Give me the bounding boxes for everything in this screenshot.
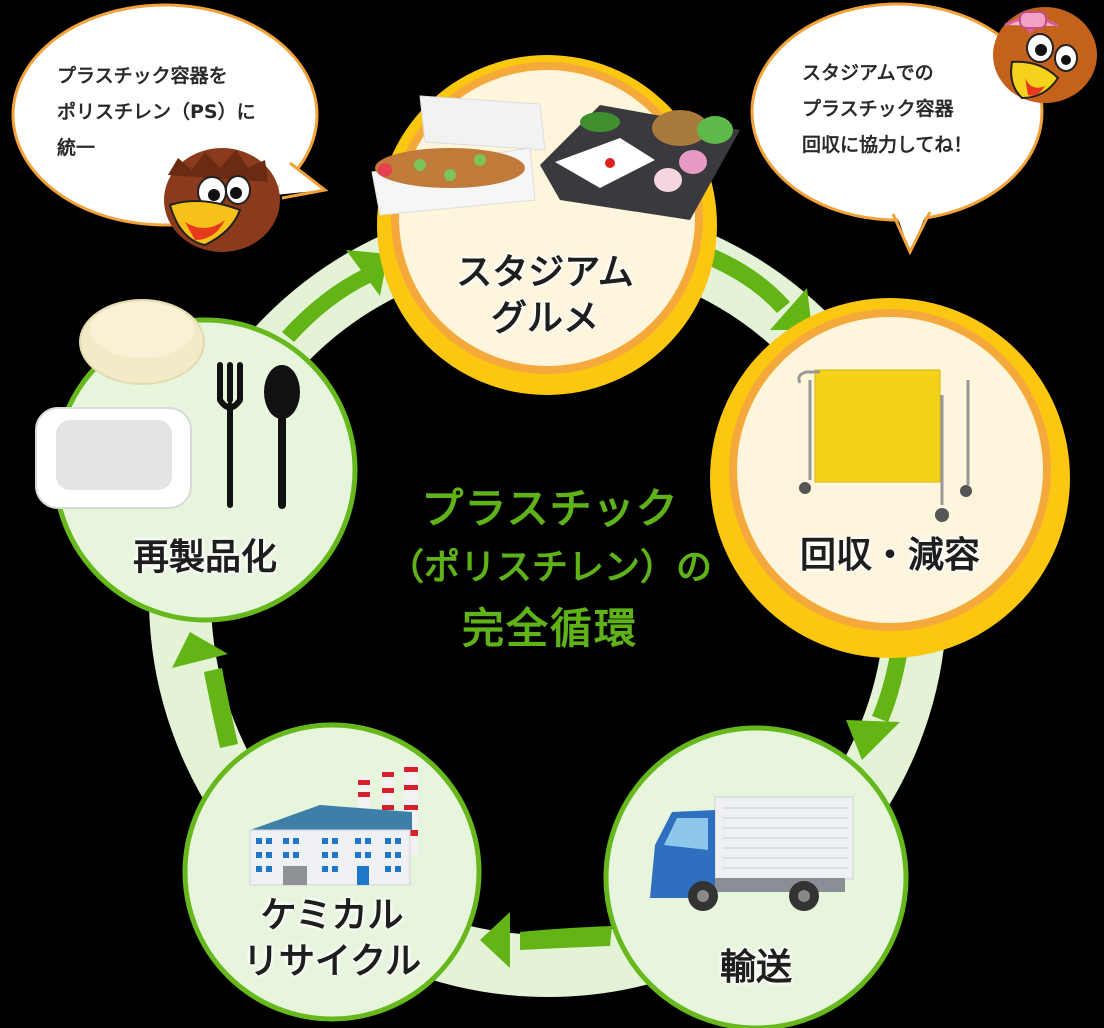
node-chemical-recycle-label: ケミカル リサイクル [242,895,422,982]
arrow-to-remanufacture-icon [172,632,238,748]
mascot-boy-icon [164,148,280,252]
collection-cart-icon [797,369,972,522]
center-title-line2: （ポリスチレン）の [387,547,712,588]
node-transport-label: 輸送 [719,947,792,988]
mascot-girl-icon [993,7,1097,103]
center-title-line3: 完全循環 [461,604,638,653]
bubble-right-shape [750,2,1044,256]
factory-icon [249,765,418,886]
center-title-line1: プラスチック [421,484,679,533]
center-title: プラスチック （ポリスチレン）の 完全循環 [370,478,730,662]
cycle-arrows [172,248,910,968]
bento-box-icon [371,95,740,220]
node-collection-label: 回収・減容 [799,535,980,576]
arrow-to-chemical-icon [480,912,612,968]
node-remanufacture-label: 再製品化 [132,537,277,578]
truck-icon [650,796,854,911]
bubble-left-text: プラスチック容器を ポリスチレン（PS）に 統一 [57,65,256,159]
tableware-icon [35,299,300,509]
arrow-to-stadium-icon [282,250,388,342]
arrow-to-collection-icon [705,248,812,330]
node-stadium-gourmet-label: スタジアム グルメ [456,252,634,339]
bubble-right-text: スタジアムでの プラスチック容器 回収に協力してね！ [802,62,973,156]
